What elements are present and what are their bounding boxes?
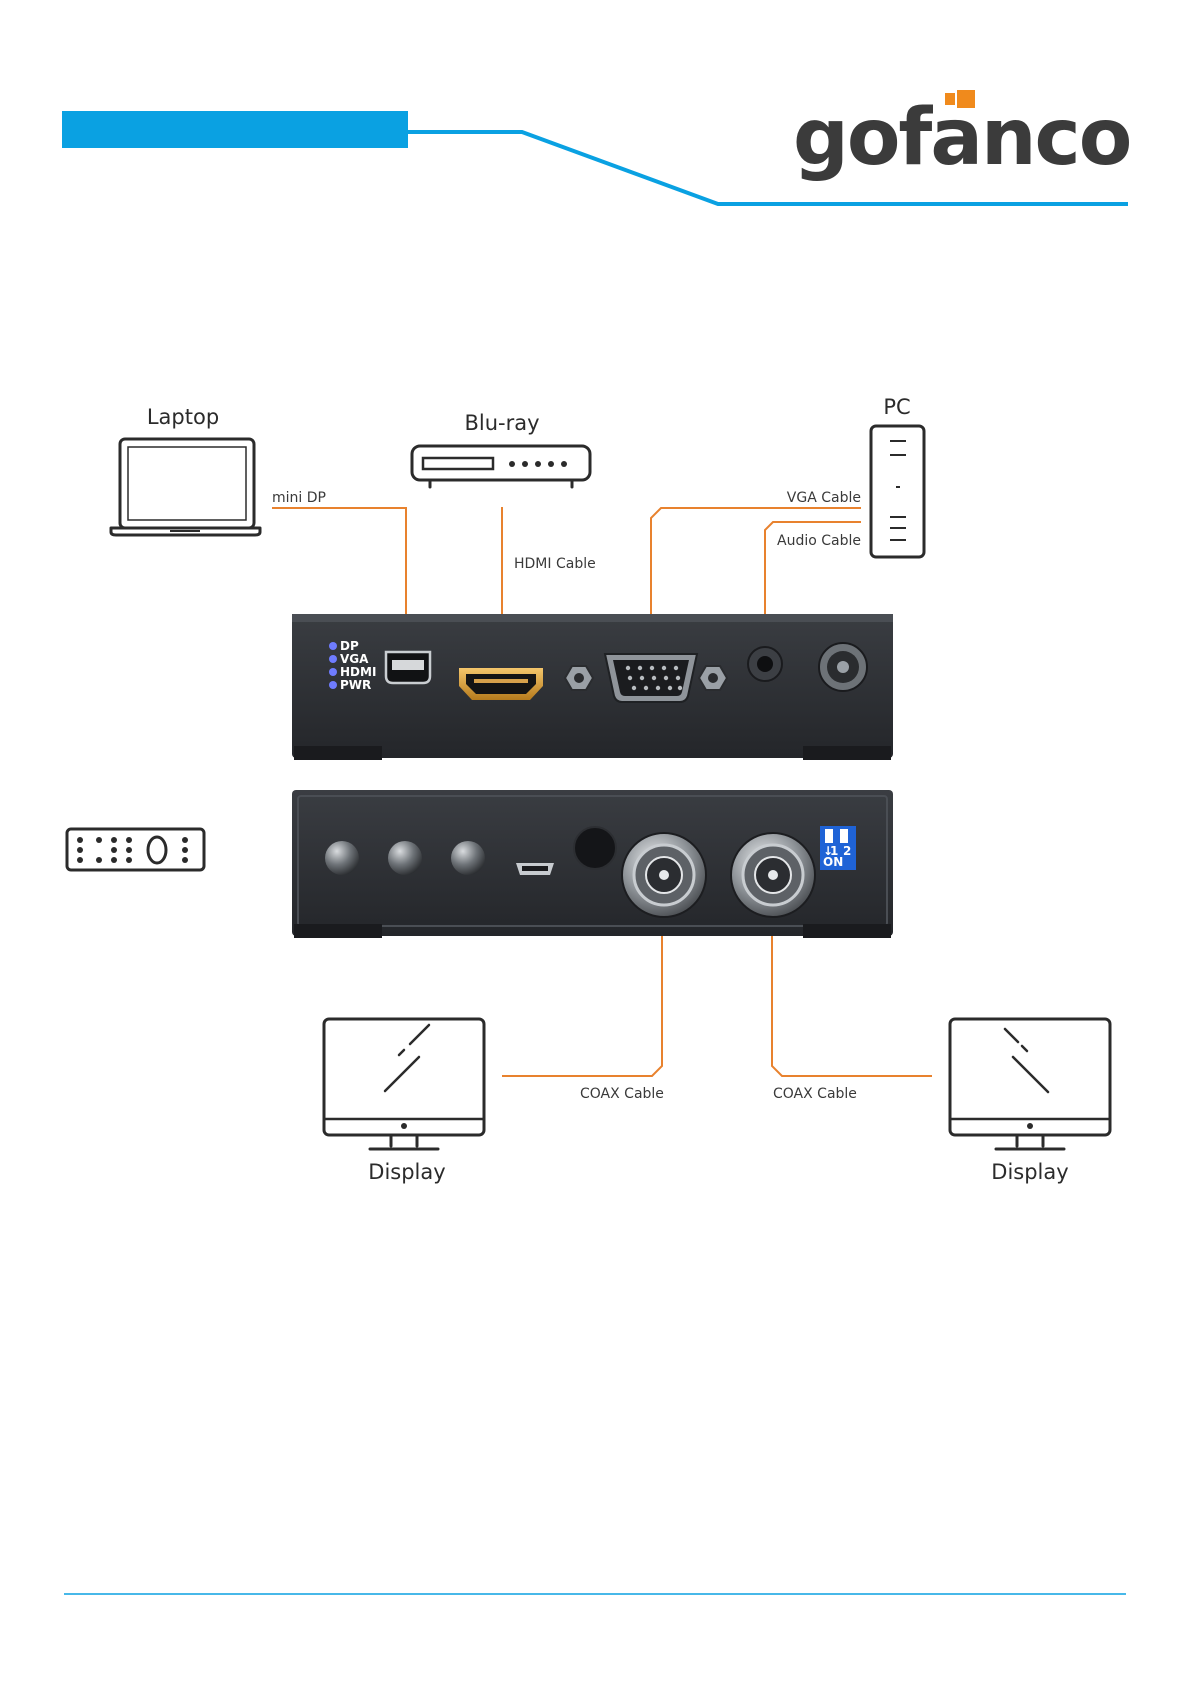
hdmi-cable-label: HDMI Cable (514, 556, 596, 572)
laptop-label: Laptop (147, 405, 219, 429)
front-panel-foot-left (294, 746, 382, 760)
glare-left-icon (385, 1025, 429, 1091)
gofanco-logo: gofanco (793, 90, 1130, 183)
led-pwr (329, 681, 337, 689)
monitor-left-stand (370, 1135, 438, 1149)
front-panel-top-edge (292, 614, 893, 622)
display-left-device: Display (324, 1019, 484, 1184)
mini-dp-port (386, 652, 430, 683)
front-panel-foot-right (803, 746, 891, 760)
laptop-screen-icon (128, 447, 246, 520)
logo-plug-tab-icon (945, 93, 955, 105)
monitor-left-icon (324, 1019, 484, 1135)
monitor-right-dot (1027, 1123, 1033, 1129)
rear-panel: ↓ 1 2 ON (292, 790, 893, 938)
monitor-right-icon (950, 1019, 1110, 1135)
laptop-icon (120, 439, 254, 528)
led-hdmi-label: HDMI (340, 665, 376, 679)
pc-device: PC (871, 395, 924, 557)
rear-panel-foot-right (803, 924, 891, 938)
vga-screw-right (699, 666, 727, 690)
panel-button-2[interactable] (388, 841, 422, 875)
laptop-device: Laptop (111, 405, 260, 535)
vga-cable-label: VGA Cable (787, 490, 861, 506)
vga-screw-left (565, 666, 593, 690)
logo-plug-icon (957, 90, 975, 108)
monitor-right-stand (996, 1135, 1064, 1149)
bnc-output-right (731, 833, 815, 917)
audio-cable-label: Audio Cable (777, 533, 861, 549)
remote-dpad-icon (148, 837, 166, 863)
dip-switch[interactable]: ↓ 1 2 ON (820, 826, 856, 870)
front-panel-body (292, 614, 893, 758)
dip-on-label: ON (823, 855, 843, 869)
hdmi-port (459, 668, 543, 700)
audio-jack (748, 647, 782, 681)
dip-switch-1-toggle[interactable] (825, 829, 833, 843)
front-panel: DP VGA HDMI PWR (292, 614, 893, 760)
led-vga-label: VGA (340, 652, 369, 666)
coax-right-label: COAX Cable (773, 1086, 857, 1102)
glare-right-icon (1005, 1029, 1048, 1092)
dc-power-jack (819, 643, 867, 691)
micro-usb-port (516, 863, 554, 875)
remote-control (67, 829, 204, 870)
rear-panel-foot-left (294, 924, 382, 938)
header: gofanco (62, 90, 1130, 204)
bluray-label: Blu-ray (464, 411, 539, 435)
bluray-device: Blu-ray (412, 411, 590, 487)
monitor-left-dot (401, 1123, 407, 1129)
header-accent-bar (62, 111, 408, 148)
display-right-device: Display (950, 1019, 1110, 1184)
display-left-label: Display (368, 1160, 445, 1184)
led-hdmi (329, 668, 337, 676)
dip-number-2: 2 (843, 844, 851, 858)
pc-bays-icon (890, 441, 906, 540)
led-vga (329, 655, 337, 663)
remote-buttons-icon (77, 837, 188, 863)
panel-button-3[interactable] (451, 841, 485, 875)
dip-switch-2-toggle[interactable] (840, 829, 848, 843)
bnc-output-left (622, 833, 706, 917)
vga-port (605, 654, 697, 702)
pc-label: PC (883, 395, 910, 419)
disc-slot-icon (423, 458, 493, 469)
panel-button-1[interactable] (325, 841, 359, 875)
bluray-buttons-icon (509, 461, 567, 467)
led-dp-label: DP (340, 639, 359, 653)
ir-sensor (574, 827, 616, 869)
led-pwr-label: PWR (340, 678, 371, 692)
led-dp (329, 642, 337, 650)
display-right-label: Display (991, 1160, 1068, 1184)
pc-tower-icon (871, 426, 924, 557)
coax-left-label: COAX Cable (580, 1086, 664, 1102)
mini-dp-label: mini DP (272, 490, 326, 506)
